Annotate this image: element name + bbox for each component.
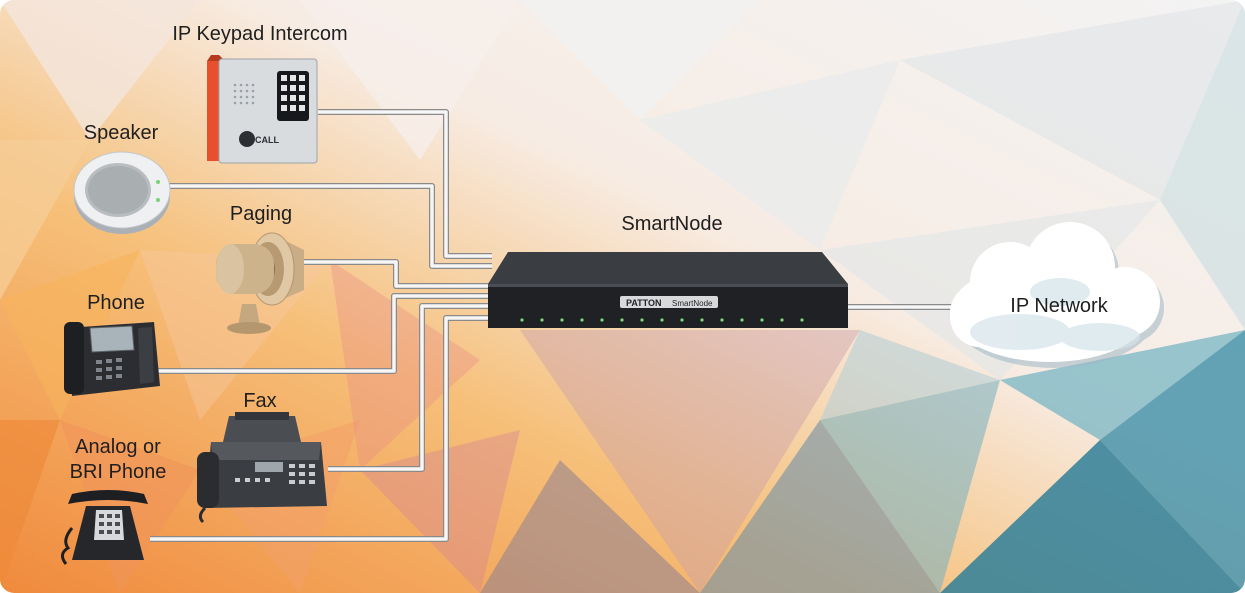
gateway-model-plate: SmartNode xyxy=(672,299,713,308)
keypad-intercom-label: IP Keypad Intercom xyxy=(172,23,348,45)
keypad-intercom-device: CALL xyxy=(207,55,318,164)
paging-horn-device xyxy=(216,232,304,334)
analog-phone-device xyxy=(61,490,148,565)
intercom-brand-text: CALL xyxy=(255,135,279,145)
ip-network-cloud xyxy=(950,222,1164,368)
fax-machine-device xyxy=(197,412,327,524)
phone-label: Phone xyxy=(87,292,145,314)
ip-network-label: IP Network xyxy=(1010,295,1108,317)
ip-phone-device xyxy=(64,322,160,396)
smartnode-gateway-device: PATTON SmartNode xyxy=(488,252,848,328)
smartnode-label: SmartNode xyxy=(621,213,723,235)
gateway-brand-plate: PATTON xyxy=(626,298,662,308)
speaker-device xyxy=(73,151,171,234)
speaker-label: Speaker xyxy=(83,122,159,144)
fax-label: Fax xyxy=(243,390,277,412)
paging-label: Paging xyxy=(229,203,293,225)
analog-phone-label: Analog or BRI Phone xyxy=(69,436,167,483)
